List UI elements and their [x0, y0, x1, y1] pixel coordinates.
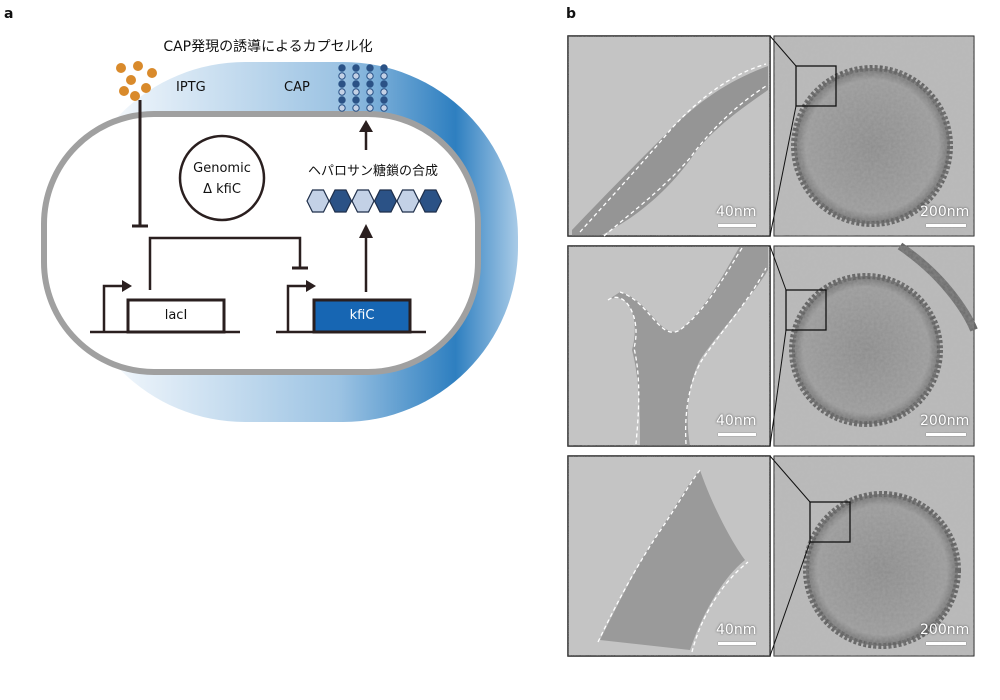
- sugar-hexagon: [373, 189, 398, 213]
- genomic-label: Genomic: [193, 161, 251, 176]
- iptg-label: IPTG: [176, 80, 206, 95]
- scale-bar-overview-3: [926, 642, 966, 645]
- kfic-label: kfiC: [349, 308, 375, 323]
- scale-label-zoom-2: 40nm: [716, 413, 757, 429]
- scale-bar-overview-1: [926, 224, 966, 227]
- cap-chain: [352, 64, 360, 112]
- scale-label-overview-1: 200nm: [920, 204, 970, 220]
- cap-chain: [338, 64, 346, 112]
- diagram-title: CAP発現の誘導によるカプセル化: [163, 39, 373, 55]
- laci-label: lacI: [164, 308, 188, 323]
- cap-chain: [380, 64, 388, 112]
- heparosan-synthesis-label: ヘパロサン糖鎖の合成: [307, 164, 439, 179]
- scale-bar-zoom-3: [718, 642, 756, 645]
- kfic-gene-box: [312, 298, 412, 334]
- cell-wall: [41, 111, 481, 375]
- tem-row-2: [567, 242, 978, 447]
- tem-row-3: [567, 455, 975, 657]
- scale-bar-overview-2: [926, 433, 966, 436]
- genomic-circle: [178, 134, 266, 222]
- scale-label-zoom-1: 40nm: [716, 204, 757, 220]
- heparosan-hexagons: [306, 189, 443, 213]
- scale-label-overview-3: 200nm: [920, 622, 970, 638]
- laci-gene-box: [126, 298, 226, 334]
- sugar-hexagon: [328, 189, 353, 213]
- cap-chains: [338, 64, 388, 112]
- panel-b-label: b: [566, 6, 577, 22]
- sugar-hexagon: [418, 189, 443, 213]
- cap-chain: [366, 64, 374, 112]
- scale-label-overview-2: 200nm: [920, 413, 970, 429]
- kfic-deletion-label: Δ kfiC: [203, 182, 241, 197]
- sugar-hexagon: [396, 189, 420, 213]
- cap-label: CAP: [284, 80, 310, 95]
- scale-label-zoom-3: 40nm: [716, 622, 757, 638]
- cell-diagram: [41, 61, 518, 422]
- tem-row-1: [567, 35, 975, 237]
- panel-a-label: a: [4, 6, 14, 22]
- sugar-hexagon: [351, 189, 375, 213]
- sugar-hexagon: [306, 189, 330, 213]
- iptg-molecules: [116, 61, 157, 101]
- scale-bar-zoom-2: [718, 433, 756, 436]
- scale-bar-zoom-1: [718, 224, 756, 227]
